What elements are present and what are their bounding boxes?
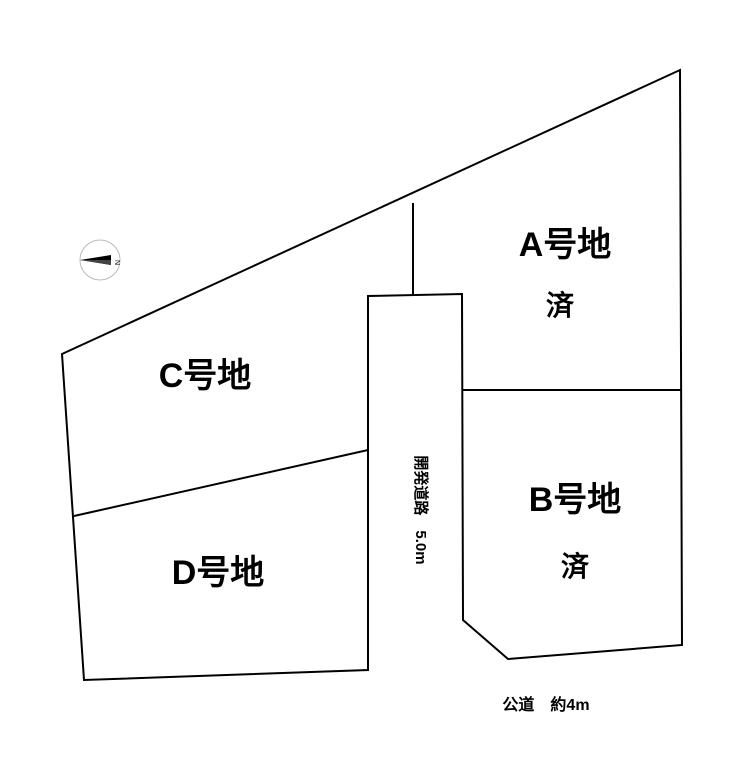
public-road-label: 公道 約4m — [502, 695, 589, 714]
compass-north-arrow-icon: N — [79, 239, 121, 281]
outer-boundary — [60, 68, 684, 682]
lot-d-name: D号地 — [172, 554, 265, 592]
parcel-lines — [60, 68, 684, 682]
lot-a-status: 済 — [546, 290, 575, 321]
lot-c-name: C号地 — [159, 357, 252, 395]
divider-cd — [73, 449, 369, 517]
development-road-label: 開発道路 5.0m — [412, 455, 430, 564]
lot-a-name: A号地 — [519, 226, 612, 264]
compass-north-label: N — [113, 260, 120, 265]
lot-b-name: B号地 — [529, 481, 622, 519]
lot-b-status: 済 — [561, 551, 590, 582]
